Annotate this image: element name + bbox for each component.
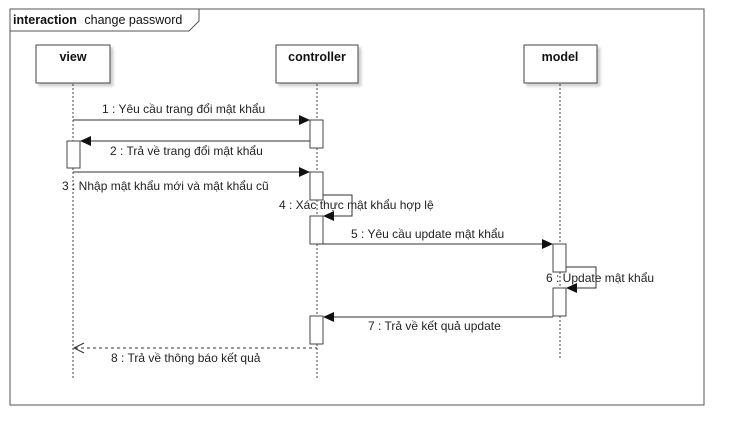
activation-model-2 [552,287,567,317]
lifeline-view: view [35,44,111,84]
activation-controller-2 [309,171,324,201]
lifeline-controller: controller [275,44,359,84]
activation-controller-1 [309,119,324,149]
message-8-label: 8 : Trả về thông báo kết quả [111,351,261,365]
message-3: 3 : Nhập mật khẩu mới và mật khẩu cũ [62,167,310,193]
message-6: 6 : Update mật khẩu [546,266,654,293]
message-5-label: 5 : Yêu cầu update mật khẩu [351,227,504,241]
message-7: 7 : Trả về kết quả update [323,312,553,333]
frame-name: change password [84,13,182,27]
lifeline-view-label: view [59,50,86,64]
frame-title-pentagon [9,8,200,32]
frame-keyword: interaction [13,13,77,27]
activation-model-1 [552,243,567,273]
message-4: 4 : Xác thực mật khẩu hợp lệ [279,194,434,221]
message-5: 5 : Yêu cầu update mật khẩu [317,227,553,249]
frame-title: interaction change password [13,13,182,27]
lifeline-controller-label: controller [288,50,346,64]
lifeline-model-label: model [542,50,579,64]
message-4-label: 4 : Xác thực mật khẩu hợp lệ [279,198,434,212]
message-6-label: 6 : Update mật khẩu [546,271,654,285]
message-8: 8 : Trả về thông báo kết quả [72,342,317,365]
message-2: 2 : Trả về trang đổi mật khẩu [80,136,310,158]
message-3-label: 3 : Nhập mật khẩu mới và mật khẩu cũ [62,179,269,193]
message-1-label: 1 : Yêu cầu trang đổi mật khẩu [102,102,265,116]
message-1: 1 : Yêu cầu trang đổi mật khẩu [73,102,310,125]
activation-controller-4 [309,315,324,345]
message-7-label: 7 : Trả về kết quả update [368,319,501,333]
lifeline-model: model [523,44,598,84]
message-2-label: 2 : Trả về trang đổi mật khẩu [110,144,263,158]
activation-view-1 [66,140,81,169]
activation-controller-3 [309,215,324,245]
